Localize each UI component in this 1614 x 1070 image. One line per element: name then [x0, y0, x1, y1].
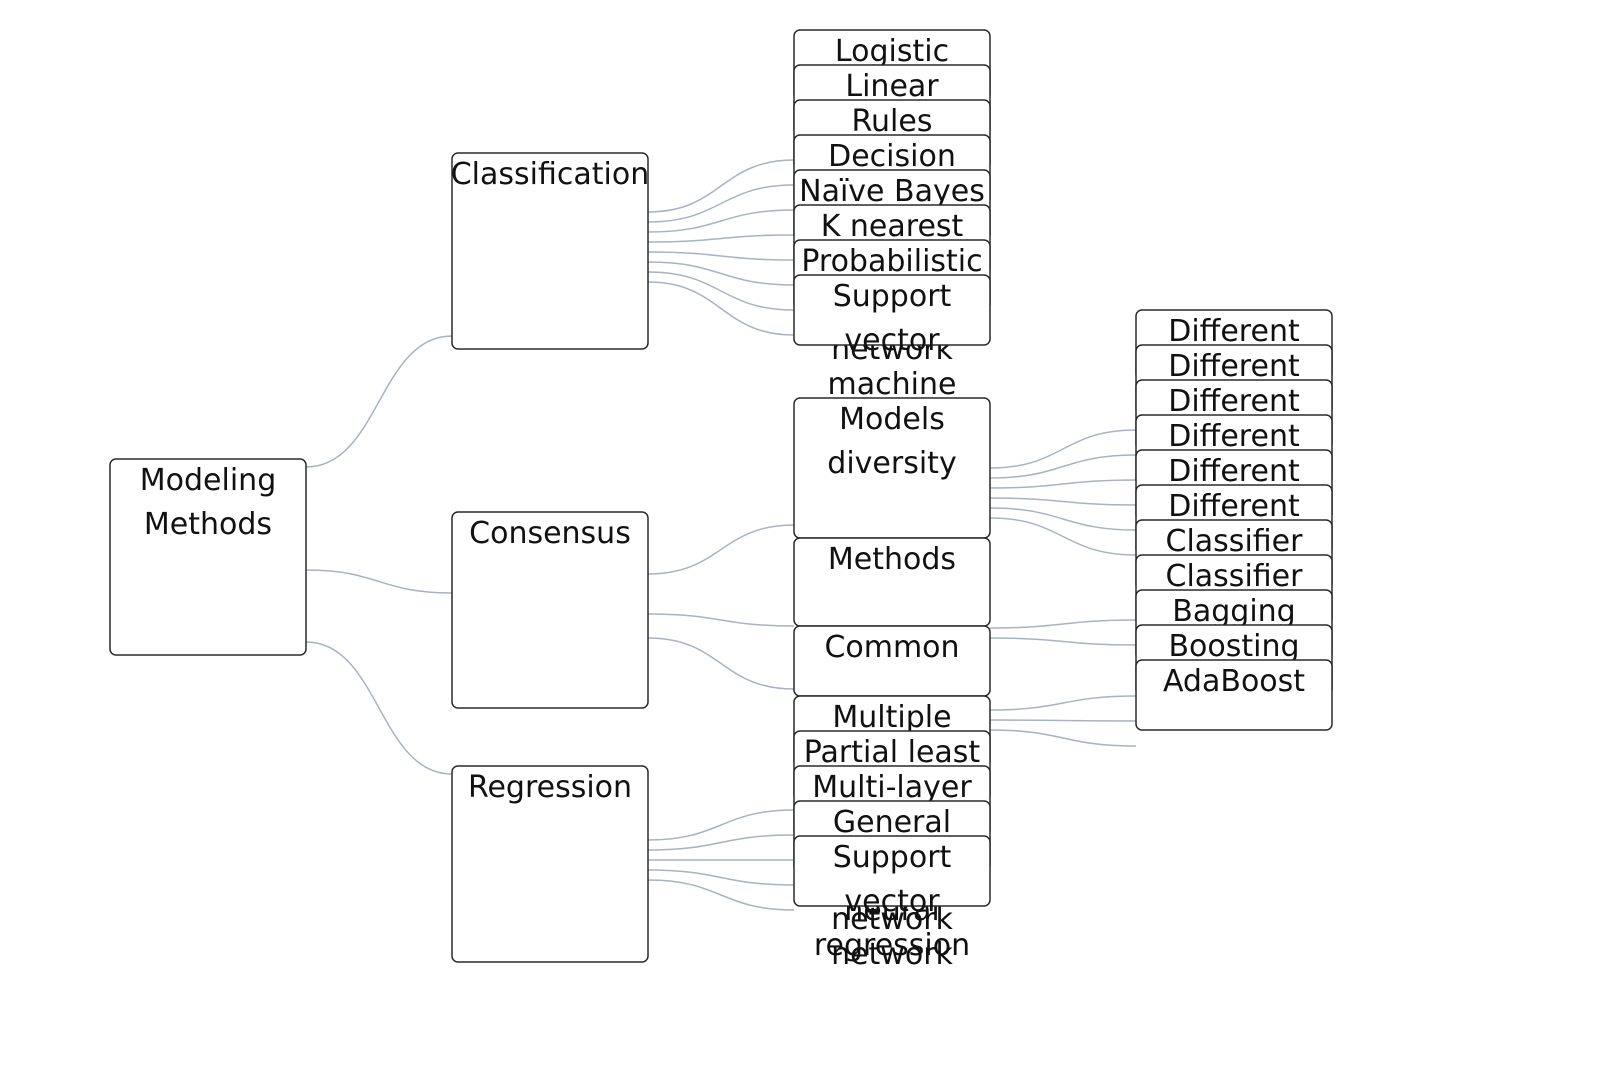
leaf-regression-2-label: Multi-layer — [812, 770, 972, 805]
node-modeling-methods-box — [109, 458, 307, 656]
leaf-regression-3-label: network — [831, 937, 953, 972]
node-regression-label: Regression — [468, 770, 632, 805]
edge-classification-0 — [647, 159, 795, 213]
node-consensus-0-label: Models — [839, 402, 945, 437]
edge-regression-1 — [647, 834, 795, 851]
node-modeling-methods-label: Methods — [144, 507, 272, 542]
leaf-methods-0-label: Classifier — [1166, 524, 1304, 559]
leaf-regression-4: Support vector regression — [793, 835, 991, 963]
edge-regression-4 — [647, 879, 795, 911]
node-consensus-0: Models diversity — [793, 397, 991, 539]
leaf-regression-4-label: Support — [833, 840, 952, 875]
leaf-classification-7-label: Support — [833, 279, 952, 314]
leaf-classification-6-label: Probabilistic — [801, 244, 982, 279]
edge-diversity-3 — [989, 497, 1137, 506]
leaf-methods-1-label: Classifier — [1166, 559, 1304, 594]
node-classification: Classification — [451, 152, 650, 350]
leaf-regression-4-label: vector — [844, 884, 940, 919]
leaf-classification-7: Support vector machine — [793, 274, 991, 402]
node-classification-box — [451, 152, 649, 350]
node-regression-box — [451, 765, 649, 963]
leaf-diversity-4-label: Different — [1168, 454, 1300, 489]
leaf-regression-1-label: Partial least — [804, 735, 981, 770]
edge-regression-3 — [647, 869, 795, 886]
leaf-classification-1-label: Linear — [845, 69, 939, 104]
edge-diversity-1 — [989, 454, 1137, 479]
edge-common-2 — [989, 729, 1137, 747]
edge-classification-1 — [647, 184, 795, 223]
node-consensus-box — [451, 511, 649, 709]
leaf-common-2-box — [1135, 659, 1333, 731]
node-consensus-label: Consensus — [469, 516, 631, 551]
edge-diversity-4 — [989, 507, 1137, 531]
leaf-regression-0-label: Multiple — [832, 700, 951, 735]
leaf-regression-4-box — [793, 835, 991, 907]
leaf-common-2-label: AdaBoost — [1163, 664, 1305, 699]
edge-common-0 — [989, 695, 1137, 711]
leaf-common-0-label: Bagging — [1172, 594, 1295, 629]
edge-diversity-5 — [989, 517, 1137, 556]
node-consensus-1: Methods — [793, 537, 991, 627]
edge-classification-7 — [647, 281, 795, 336]
leaf-regression-3-label: General — [833, 805, 951, 840]
leaf-diversity-3-label: Different — [1168, 419, 1300, 454]
node-consensus-1-label: Methods — [828, 542, 956, 577]
edge-regression-0 — [647, 809, 795, 841]
edge-diversity-0 — [989, 429, 1137, 469]
node-regression: Regression — [451, 765, 649, 963]
leaf-classification-3-label: Decision — [828, 139, 956, 174]
node-modeling-methods-label: Modeling — [140, 463, 276, 498]
edge-classification-5 — [647, 261, 795, 286]
edge-consensus-common — [647, 637, 795, 690]
leaf-classification-4-label: Naïve Bayes — [799, 174, 985, 209]
leaf-diversity-1-label: Different — [1168, 349, 1300, 384]
edge-classification-3 — [647, 234, 795, 243]
leaf-classification-2-label: Rules — [852, 104, 933, 139]
edge-consensus-methods — [647, 613, 795, 627]
edge-root-regression — [305, 641, 453, 775]
leaf-diversity-2-label: Different — [1168, 384, 1300, 419]
edge-root-classification — [305, 335, 453, 468]
edge-root-consensus — [305, 569, 453, 594]
leaf-classification-0-label: Logistic — [835, 34, 949, 69]
edge-classification-6 — [647, 271, 795, 311]
leaf-classification-7-box — [793, 274, 991, 346]
leaf-regression-2-label: network — [831, 902, 953, 937]
leaf-classification-5-label: K nearest — [821, 209, 964, 244]
edges-layer — [305, 159, 1137, 911]
edge-diversity-2 — [989, 479, 1137, 489]
node-classification-label: Classification — [451, 157, 650, 192]
node-consensus-0-label: diversity — [827, 446, 956, 481]
leaf-regression-4-label: regression — [814, 928, 970, 963]
edge-common-1 — [989, 719, 1137, 722]
leaf-common-2: AdaBoost — [1135, 659, 1333, 731]
node-consensus: Consensus — [451, 511, 649, 709]
leaf-common-1-label: Boosting — [1168, 629, 1299, 664]
edge-methods-0 — [989, 619, 1137, 629]
leaf-classification-7-label: vector — [844, 323, 940, 358]
leaf-diversity-0-label: Different — [1168, 314, 1300, 349]
edge-consensus-diversity — [647, 524, 795, 575]
edge-classification-2 — [647, 209, 795, 233]
edge-classification-4 — [647, 251, 795, 261]
leaf-classification-7-label: machine — [828, 367, 957, 402]
node-consensus-2-label: Common — [824, 630, 959, 665]
node-consensus-2: Common — [793, 625, 991, 697]
edge-methods-1 — [989, 637, 1137, 646]
leaf-diversity-5-label: Different — [1168, 489, 1300, 524]
